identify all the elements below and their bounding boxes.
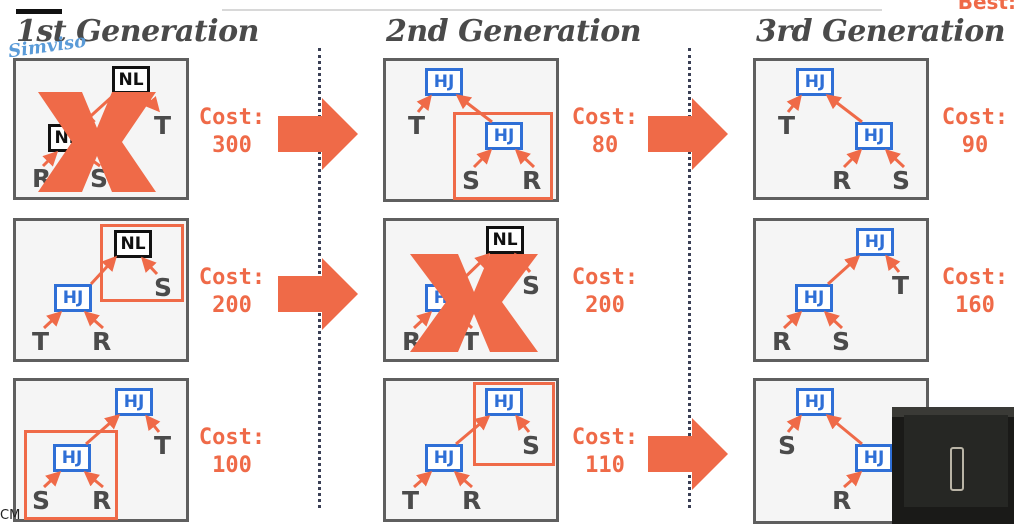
plan-box-g3p2 [753,218,929,362]
right-arrow-icon [278,98,358,170]
leaf-table-r: R [462,486,482,515]
leaf-table-t: T [462,327,480,356]
leaf-table-r: R [92,327,112,356]
leaf-table-s: S [778,431,797,460]
leaf-table-r: R [772,327,792,356]
nl-node-root: NL [486,226,524,254]
leaf-table-s: S [32,486,51,515]
hj-node-child: HJ [485,122,523,150]
hj-node-root: HJ [856,228,894,256]
leaf-table-t: T [154,111,172,140]
cost-g1p3: Cost:100 [198,425,266,478]
subplan-highlight [24,430,118,520]
generation-arrows [278,98,728,490]
top-mark [16,9,62,14]
leaf-table-r: R [832,166,852,195]
hj-node-root: HJ [796,388,834,416]
hj-node-root: HJ [115,388,153,416]
cost-g1p2: Cost:200 [198,265,266,318]
cost-g1p1: Cost:300 [198,105,266,158]
hj-node-child: HJ [855,122,893,150]
top-divider [222,9,882,11]
subplan-highlight [453,112,553,200]
plan-box-g1p3 [13,378,189,522]
hj-node-child: HJ [795,284,833,312]
separator-2 [688,48,691,508]
presenter-video-inset [892,407,1014,524]
footer-text: CM [0,508,21,523]
right-arrow-icon [278,258,358,330]
cost-g3p2: Cost:160 [941,265,1009,318]
plan-box-g3p1 [753,58,929,200]
right-arrow-icon [648,98,728,170]
leaf-table-r: R [522,166,542,195]
nl-node-child: NL [114,230,152,258]
leaf-table-t: T [892,271,910,300]
leaf-table-t: T [408,111,426,140]
hj-node-child: HJ [485,388,523,416]
leaf-table-r: R [832,486,852,515]
cost-g2p2: Cost:200 [571,265,639,318]
leaf-table-s: S [832,327,851,356]
hj-node-child: HJ [855,444,893,472]
right-arrow-icon [648,418,728,490]
leaf-table-t: T [154,431,172,460]
header-gen-2: 2nd Generation [386,14,642,49]
cost-g2p1: Cost:80 [571,105,639,158]
leaf-table-s: S [892,166,911,195]
plan-box-g2p1 [383,58,559,202]
tree-edges [41,92,906,489]
leaf-table-s: S [462,166,481,195]
leaf-table-t: T [32,327,50,356]
hj-node-root: HJ [796,68,834,96]
rejected-x-icon [38,92,538,352]
hj-node-child: HJ [53,444,91,472]
leaf-table-s: S [154,273,173,302]
leaf-table-t: T [402,486,420,515]
best-label: Best: [957,0,1014,14]
leaf-table-s: S [522,431,541,460]
hj-node-root: HJ [54,284,92,312]
cost-g3p1: Cost:90 [941,105,1009,158]
hj-node-root: HJ [425,68,463,96]
cost-g2p3: Cost:110 [571,425,639,478]
leaf-table-t: T [778,111,796,140]
plan-box-g2p3 [383,378,559,522]
leaf-table-r: R [92,486,112,515]
header-gen-3: 3rd Generation [756,14,1006,49]
leaf-table-s: S [522,271,541,300]
header-gen-1: 1st Generation [16,14,260,49]
hj-node-root: HJ [425,444,463,472]
